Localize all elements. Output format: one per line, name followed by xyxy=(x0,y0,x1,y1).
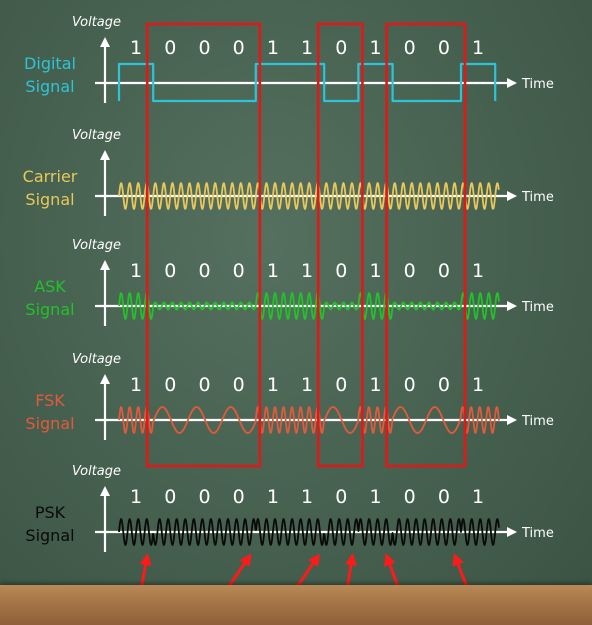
bit-label: 1 xyxy=(130,260,142,282)
voltage-label: Voltage xyxy=(72,352,121,367)
row-title-line2: Signal xyxy=(25,77,74,96)
row-title-line2: Signal xyxy=(25,526,74,545)
voltage-label: Voltage xyxy=(72,238,121,253)
bit-label: 1 xyxy=(301,374,313,396)
bit-label: 0 xyxy=(198,37,210,59)
bit-label: 0 xyxy=(233,37,245,59)
bit-label: 1 xyxy=(130,486,142,508)
bit-label: 0 xyxy=(198,260,210,282)
bit-label: 1 xyxy=(369,260,381,282)
bit-label: 1 xyxy=(267,37,279,59)
bit-label: 1 xyxy=(130,37,142,59)
ask-waveform xyxy=(118,292,500,320)
fsk-waveform xyxy=(118,406,500,434)
bit-label: 0 xyxy=(198,374,210,396)
bit-label: 0 xyxy=(335,486,347,508)
voltage-label: Voltage xyxy=(72,128,121,143)
row-title-line1: PSK xyxy=(35,503,66,522)
row-title-line2: Signal xyxy=(25,414,74,433)
time-label: Time xyxy=(521,414,554,429)
bit-label: 0 xyxy=(438,486,450,508)
bit-label: 1 xyxy=(369,37,381,59)
bit-label: 0 xyxy=(198,486,210,508)
digital-waveform xyxy=(117,62,497,103)
time-label: Time xyxy=(521,77,554,92)
bit-label: 0 xyxy=(164,260,176,282)
row-title-line1: ASK xyxy=(34,277,66,296)
bit-label: 1 xyxy=(369,486,381,508)
bit-label: 1 xyxy=(301,260,313,282)
bit-label: 0 xyxy=(233,374,245,396)
highlight-box xyxy=(145,22,262,468)
bit-label: 1 xyxy=(472,486,484,508)
bit-label: 0 xyxy=(164,486,176,508)
carrier-waveform xyxy=(118,182,500,210)
row-title-line1: FSK xyxy=(35,391,65,410)
highlight-box xyxy=(385,22,467,468)
bit-label: 1 xyxy=(369,374,381,396)
time-label: Time xyxy=(521,300,554,315)
bit-label: 0 xyxy=(164,374,176,396)
row-title-line2: Signal xyxy=(25,300,74,319)
bit-label: 1 xyxy=(267,486,279,508)
voltage-label: Voltage xyxy=(72,464,121,479)
bit-label: 1 xyxy=(130,374,142,396)
voltage-label: Voltage xyxy=(72,15,121,30)
bit-label: 1 xyxy=(472,37,484,59)
bit-label: 0 xyxy=(164,37,176,59)
row-title-line1: Digital xyxy=(24,54,76,73)
bit-label: 1 xyxy=(267,260,279,282)
bit-label: 0 xyxy=(404,374,416,396)
row-title-line2: Signal xyxy=(25,190,74,209)
bit-label: 0 xyxy=(335,37,347,59)
bit-label: 1 xyxy=(472,374,484,396)
bit-label: 1 xyxy=(267,374,279,396)
bit-label: 0 xyxy=(438,37,450,59)
time-label: Time xyxy=(521,526,554,541)
bit-label: 0 xyxy=(404,486,416,508)
bit-label: 1 xyxy=(301,37,313,59)
highlight-box xyxy=(316,22,364,468)
bit-label: 0 xyxy=(233,486,245,508)
wooden-shelf xyxy=(0,585,592,625)
bit-label: 1 xyxy=(472,260,484,282)
bit-label: 0 xyxy=(438,260,450,282)
bit-label: 0 xyxy=(404,260,416,282)
bit-label: 0 xyxy=(438,374,450,396)
time-label: Time xyxy=(521,190,554,205)
row-title-line1: Carrier xyxy=(23,167,78,186)
psk-waveform xyxy=(118,518,500,546)
bit-label: 0 xyxy=(335,260,347,282)
bit-label: 0 xyxy=(404,37,416,59)
bit-label: 0 xyxy=(233,260,245,282)
bit-label: 0 xyxy=(335,374,347,396)
bit-label: 1 xyxy=(301,486,313,508)
